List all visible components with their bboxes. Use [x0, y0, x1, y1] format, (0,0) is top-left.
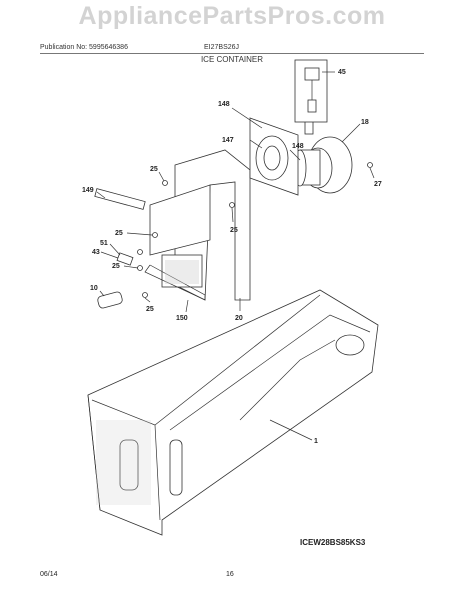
- strip-part: [94, 188, 146, 210]
- page-number: 16: [226, 571, 234, 578]
- screw: [162, 180, 168, 186]
- callout-25-mid: 25: [112, 263, 120, 270]
- callout-10: 10: [90, 285, 98, 292]
- callout-1: 1: [314, 438, 318, 445]
- diagram-code: ICEW28BS85KS3: [300, 538, 366, 547]
- screw: [229, 202, 235, 208]
- section-title: ICE CONTAINER: [200, 55, 264, 64]
- auger-housing-part: [144, 149, 251, 301]
- screw: [152, 232, 158, 238]
- solenoid-part: [294, 59, 328, 123]
- cap-part: [97, 291, 123, 309]
- screw: [367, 162, 373, 168]
- callout-27: 27: [374, 181, 382, 188]
- callout-51: 51: [100, 240, 108, 247]
- bracket-part: [116, 252, 134, 266]
- callout-20: 20: [235, 315, 243, 322]
- callout-149: 149: [82, 187, 94, 194]
- callout-18: 18: [361, 119, 369, 126]
- screw: [137, 249, 143, 255]
- callout-150: 150: [176, 315, 188, 322]
- motor-part: [293, 119, 353, 194]
- header-rule: [40, 53, 424, 54]
- ice-container-part: [87, 289, 379, 536]
- callout-25-bottom: 25: [146, 306, 154, 313]
- watermark: AppliancePartsPros.com: [78, 2, 386, 30]
- callout-43: 43: [92, 249, 100, 256]
- screw: [142, 292, 148, 298]
- callout-25-right: 25: [230, 227, 238, 234]
- screw: [137, 265, 143, 271]
- callout-25-top: 25: [150, 166, 158, 173]
- footer-date: 06/14: [40, 571, 58, 578]
- callout-25-left: 25: [115, 230, 123, 237]
- publication-number: Publication No: 5995646386: [40, 44, 128, 51]
- callout-45: 45: [338, 69, 346, 76]
- cover-plate-part: [249, 117, 299, 196]
- model-number: EI27BS26J: [204, 44, 240, 51]
- callout-147: 147: [222, 137, 234, 144]
- callout-148-top: 148: [218, 101, 230, 108]
- callout-148-mid: 148: [292, 143, 304, 150]
